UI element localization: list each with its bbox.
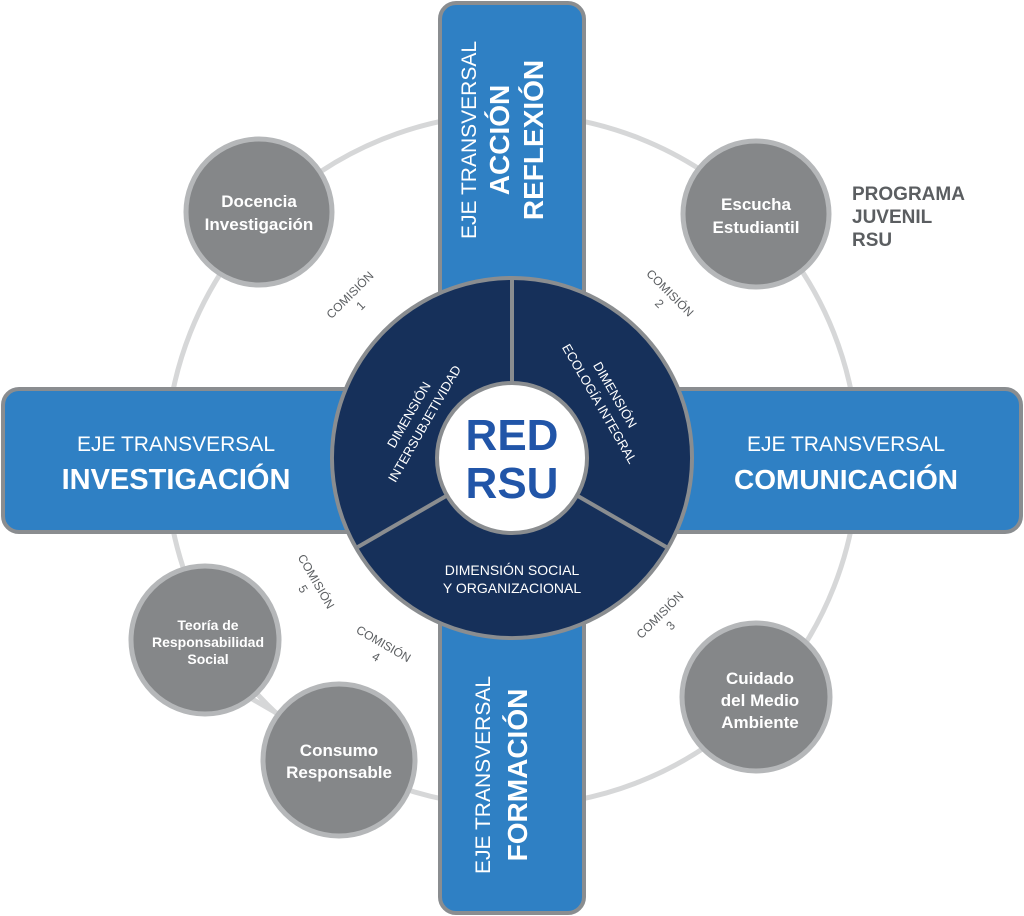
axis-bottom-line2: FORMACIÓN [502, 689, 533, 862]
node-escucha: Escucha Estudiantil [680, 138, 832, 290]
node-docencia-line2: Investigación [205, 215, 314, 234]
commission-3: COMISIÓN 3 [633, 588, 687, 642]
program-line3: RSU [852, 230, 892, 251]
node-cuidado: Cuidado del Medio Ambiente [679, 620, 833, 774]
dimension-social-line2: Y ORGANIZACIONAL [443, 580, 581, 596]
program-line1: PROGRAMA [852, 184, 965, 205]
commission-2-word: COMISIÓN [644, 266, 698, 320]
axis-top-line1: EJE TRANSVERSAL [458, 41, 481, 239]
commission-4-num: 4 [370, 649, 383, 665]
node-teoria: Teoría de Responsabilidad Social [128, 563, 282, 717]
axis-left-line2: INVESTIGACIÓN [62, 462, 291, 496]
node-teoria-line2: Responsabilidad [152, 634, 264, 650]
dimension-social-line1: DIMENSIÓN SOCIAL [445, 562, 580, 578]
axis-top-line3: REFLEXIÓN [518, 60, 549, 220]
axis-top-label: EJE TRANSVERSAL ACCIÓN REFLEXIÓN [458, 41, 549, 239]
axis-bottom-label: EJE TRANSVERSAL FORMACIÓN [472, 676, 533, 874]
commission-2: COMISIÓN 2 [644, 266, 698, 320]
node-consumo-line1: Consumo [300, 741, 378, 760]
node-teoria-line3: Social [187, 651, 228, 667]
commission-4-word: COMISIÓN [354, 622, 414, 665]
node-docencia-line1: Docencia [221, 192, 297, 211]
commission-5-num: 5 [295, 583, 311, 596]
node-teoria-line1: Teoría de [177, 617, 238, 633]
program-line2: JUVENIL [852, 207, 933, 228]
commission-3-num: 3 [663, 618, 678, 633]
axis-top-line2: ACCIÓN [484, 85, 515, 195]
commission-2-num: 2 [652, 296, 667, 311]
commission-4: COMISIÓN 4 [354, 622, 414, 665]
node-cuidado-line3: Ambiente [721, 713, 798, 732]
commission-3-word: COMISIÓN [633, 588, 687, 642]
commission-5: COMISIÓN 5 [295, 551, 338, 611]
node-docencia: Docencia Investigación [183, 136, 335, 288]
node-consumo-line2: Responsable [286, 763, 392, 782]
node-consumo: Consumo Responsable [260, 681, 418, 839]
commission-5-word: COMISIÓN [295, 551, 338, 611]
commission-1-num: 1 [353, 298, 368, 313]
node-cuidado-line1: Cuidado [726, 669, 794, 688]
axis-bottom-line1: EJE TRANSVERSAL [472, 676, 495, 874]
axis-left-line1: EJE TRANSVERSAL [77, 433, 275, 456]
commission-1-word: COMISIÓN [323, 268, 377, 322]
node-cuidado-line2: del Medio [721, 691, 799, 710]
center-title-line2: RSU [466, 459, 559, 508]
axis-right-line2: COMUNICACIÓN [734, 464, 958, 495]
node-escucha-line1: Escucha [721, 195, 791, 214]
node-escucha-line2: Estudiantil [713, 218, 800, 237]
axis-right-line1: EJE TRANSVERSAL [747, 433, 945, 456]
commission-1: COMISIÓN 1 [323, 268, 377, 322]
center-title-line1: RED [466, 411, 559, 460]
center-circle [435, 381, 589, 535]
